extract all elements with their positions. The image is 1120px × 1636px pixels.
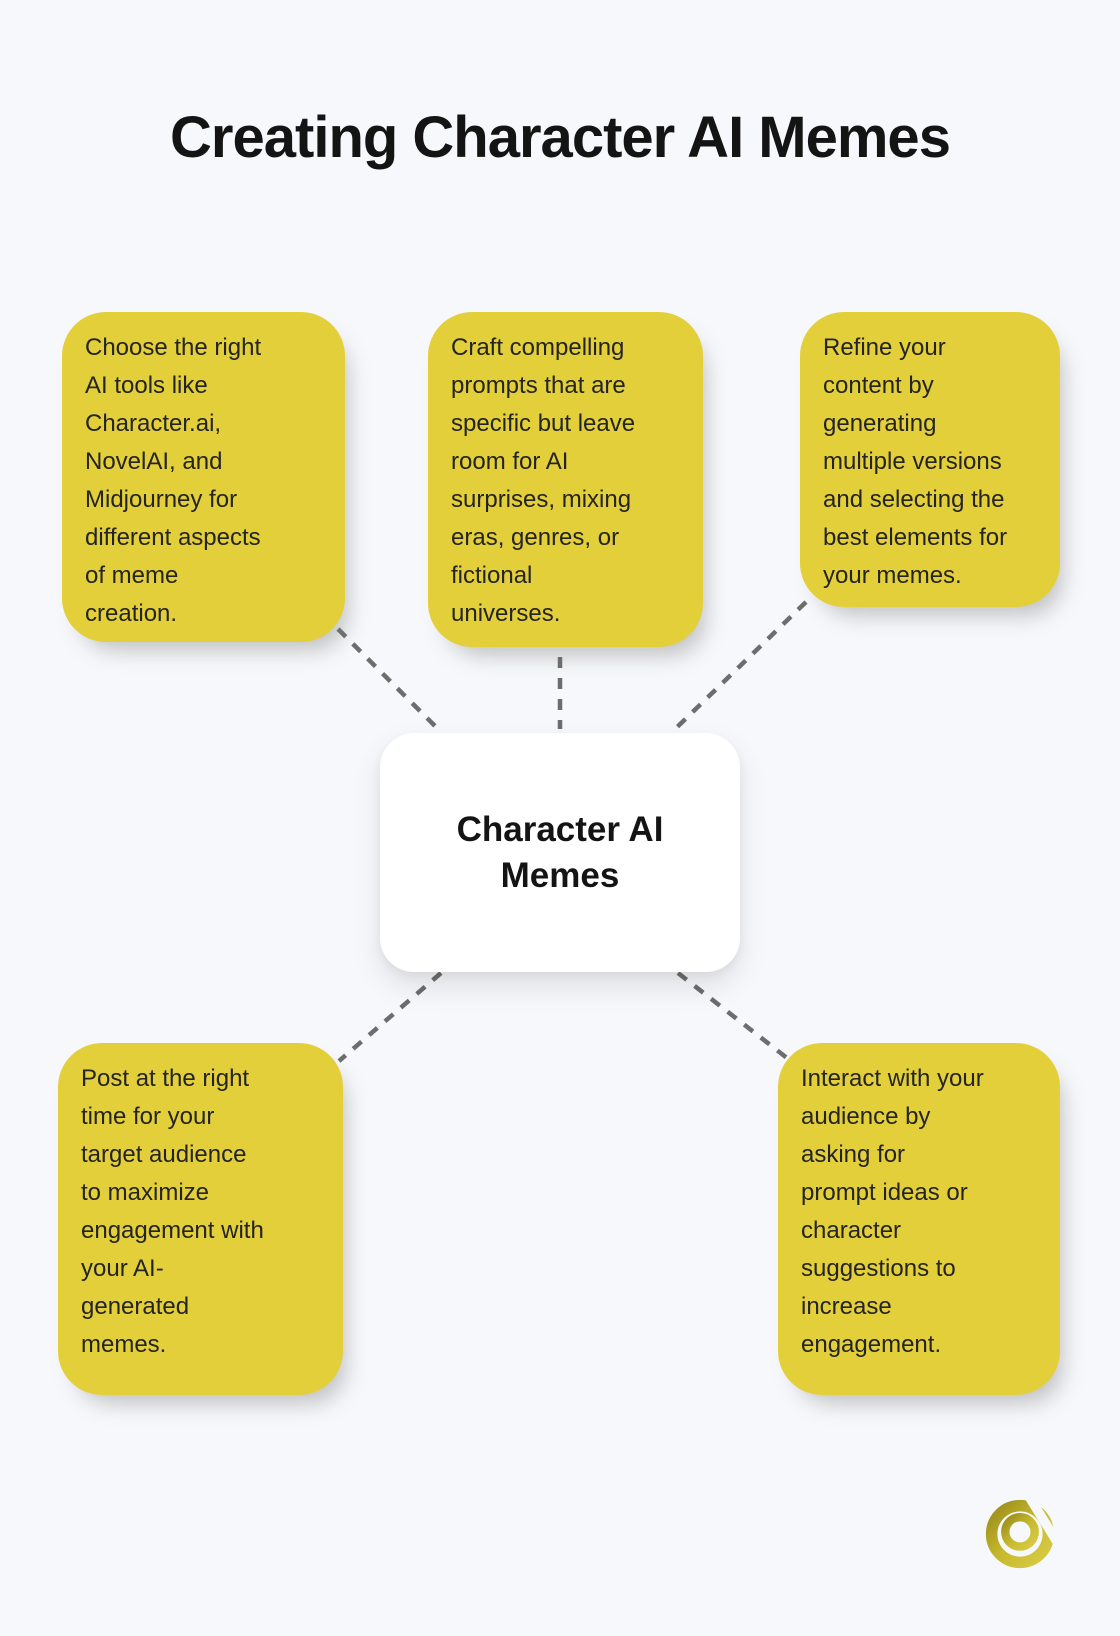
text-line: Midjourney for bbox=[85, 486, 238, 513]
text-line: suggestions to bbox=[801, 1255, 956, 1282]
text-line: to maximize bbox=[81, 1179, 210, 1206]
text-line: your memes. bbox=[823, 562, 962, 589]
text-line: content by bbox=[823, 372, 934, 399]
text-line: of meme bbox=[85, 562, 179, 589]
text-line: specific but leave bbox=[451, 410, 636, 437]
text-line: room for AI bbox=[451, 448, 569, 475]
text-line: Choose the right bbox=[85, 334, 262, 361]
text-line: fictional bbox=[451, 562, 533, 589]
connector-bottom-left bbox=[337, 971, 443, 1063]
text-line: surprises, mixing bbox=[451, 486, 632, 513]
text-line: asking for bbox=[801, 1141, 906, 1168]
text-line: prompt ideas or bbox=[801, 1179, 968, 1206]
text-line: Memes bbox=[500, 855, 620, 895]
logo-slash bbox=[1025, 1494, 1061, 1544]
node-post-timing: Post at the right time for your target aud… bbox=[58, 1043, 343, 1395]
node-refine-content: Refine your content by generating multiple … bbox=[800, 312, 1060, 607]
node-interact-audience: Interact with your audience by asking for p… bbox=[778, 1043, 1060, 1395]
text-line: prompts that are bbox=[451, 372, 626, 399]
text-line: generated bbox=[81, 1293, 190, 1320]
text-line: target audience bbox=[81, 1141, 247, 1168]
text-line: different aspects bbox=[85, 524, 261, 551]
text-line: creation. bbox=[85, 600, 178, 627]
text-line: engagement with bbox=[81, 1217, 264, 1244]
text-line: Character AI bbox=[456, 809, 664, 849]
connector-top-right bbox=[669, 600, 808, 735]
text-line: time for your bbox=[81, 1103, 215, 1130]
text-line: NovelAI, and bbox=[85, 448, 223, 475]
text-line: universes. bbox=[451, 600, 561, 627]
brand-logo-icon bbox=[985, 1494, 1061, 1569]
text-line: engagement. bbox=[801, 1331, 942, 1358]
text-line: memes. bbox=[81, 1331, 167, 1358]
text-line: Craft compelling bbox=[451, 334, 625, 361]
text-line: AI tools like bbox=[85, 372, 208, 399]
connector-bottom-right bbox=[676, 971, 789, 1060]
center-node: Character AI Memes bbox=[380, 733, 740, 972]
node-craft-prompts: Craft compelling prompts that are specific… bbox=[428, 312, 703, 647]
text-line: your AI- bbox=[81, 1255, 164, 1282]
text-line: eras, genres, or bbox=[451, 524, 620, 551]
text-line: audience by bbox=[801, 1103, 931, 1130]
text-line: character bbox=[801, 1217, 902, 1244]
text-line: multiple versions bbox=[823, 448, 1002, 475]
connector-top-left bbox=[336, 627, 443, 734]
text-line: Interact with your bbox=[801, 1065, 984, 1092]
text-line: generating bbox=[823, 410, 937, 437]
text-line: Refine your bbox=[823, 334, 946, 361]
text-line: and selecting the bbox=[823, 486, 1005, 513]
text-line: Post at the right bbox=[81, 1065, 250, 1092]
text-line: increase bbox=[801, 1293, 892, 1320]
text-line: best elements for bbox=[823, 524, 1008, 551]
text-line: Character.ai, bbox=[85, 410, 222, 437]
page-title: Creating Character AI Memes bbox=[170, 105, 951, 170]
